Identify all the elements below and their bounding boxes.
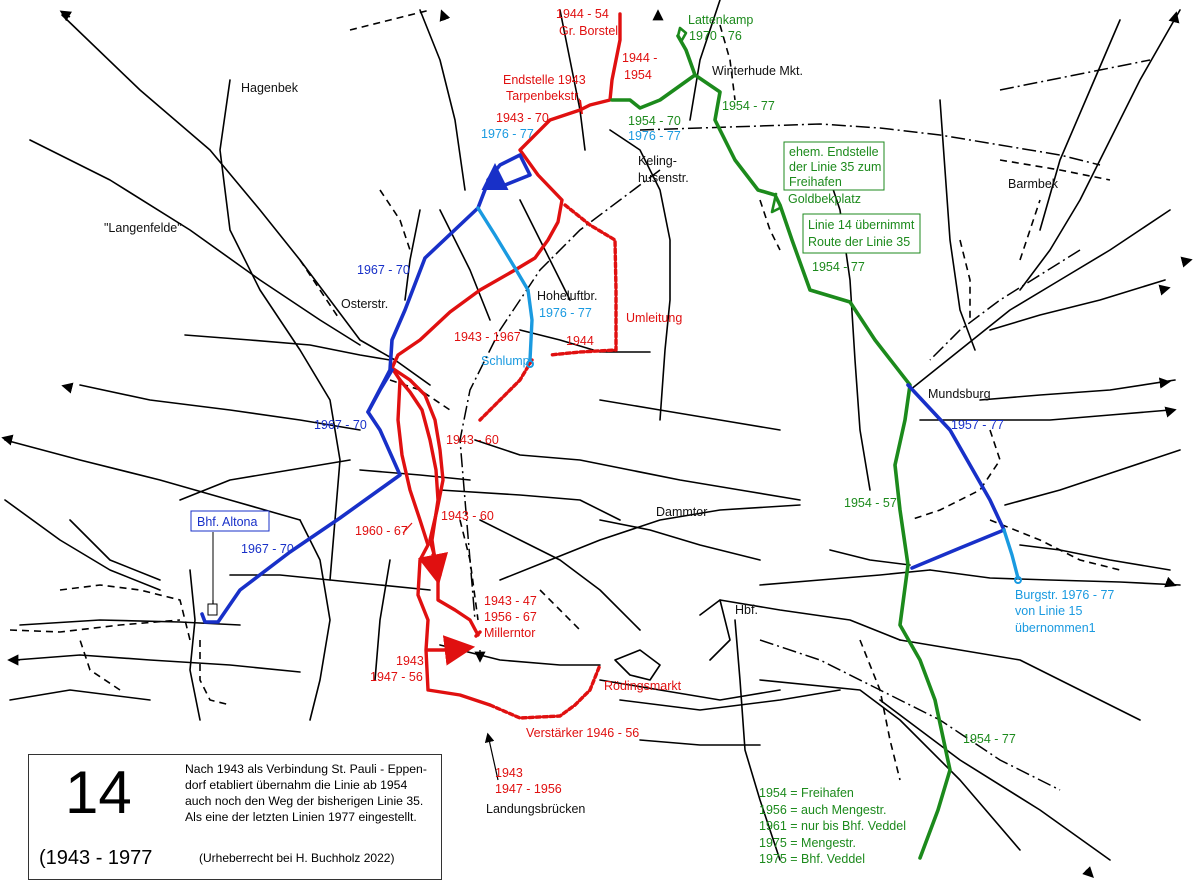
- red-endstelle-b: Tarpenbekstr.: [506, 89, 581, 103]
- rail-lines: [9, 9, 1151, 791]
- red-1943-60-a: 1943 - 60: [446, 433, 499, 447]
- label-kelinghusen-1: Keling-: [638, 154, 677, 168]
- label-hbf: Hbf.: [735, 603, 758, 617]
- green-box2-line1: Linie 14 übernimmt: [808, 218, 915, 232]
- red-1944-b: 1954: [624, 68, 652, 82]
- red-labels: 1944 - 54 Gr. Borstel 1944 - 1954 Endste…: [355, 7, 682, 796]
- green-box1-line1: ehem. Endstelle: [789, 145, 879, 159]
- note-1: 1954 = Freihafen: [759, 786, 854, 800]
- route-blue: [200, 153, 1006, 624]
- desc-line-2: dorf etabliert übernahm die Linie ab 195…: [185, 778, 408, 792]
- green-lattenkamp-years: 1970 - 76: [689, 29, 742, 43]
- cyan-1976-77-c: 1976 - 77: [539, 306, 592, 320]
- label-langenfelde: "Langenfelde": [104, 221, 182, 235]
- label-landungsbruecken: Landungsbrücken: [486, 802, 585, 816]
- green-box1-line3: Freihafen: [789, 175, 842, 189]
- label-hagenbek: Hagenbek: [241, 81, 299, 95]
- desc-line-1: Nach 1943 als Verbindung St. Pauli - Epp…: [185, 762, 427, 776]
- red-1943-1967: 1943 - 1967: [454, 330, 521, 344]
- altona-box: [190, 510, 270, 532]
- line-description: Nach 1943 als Verbindung St. Pauli - Epp…: [185, 761, 435, 825]
- label-winterhude: Winterhude Mkt.: [712, 64, 803, 78]
- place-labels: Hagenbek "Langenfelde" Osterstr. Keling-…: [104, 64, 1059, 816]
- red-bottom-b: 1947 - 1956: [495, 782, 562, 796]
- green-1954-57: 1954 - 57: [844, 496, 897, 510]
- note-2: 1956 = auch Mengestr.: [759, 802, 887, 817]
- blue-1967-70-b: 1967 - 70: [314, 418, 367, 432]
- green-labels: Lattenkamp 1970 - 76 1954 - 70 1954 - 77…: [628, 13, 1016, 746]
- note-5: 1975 = Bhf. Veddel: [759, 852, 865, 866]
- red-1943-60-b: 1943 - 60: [441, 509, 494, 523]
- note-4: 1975 = Mengestr.: [759, 835, 856, 850]
- red-borstel-years: 1944 - 54: [556, 7, 609, 21]
- green-box2-line2: Route der Linie 35: [808, 235, 910, 249]
- blue-bhf-altona: Bhf. Altona: [197, 515, 258, 529]
- cyan-schlump: Schlump: [481, 354, 530, 368]
- red-umleitung: Umleitung: [626, 311, 682, 325]
- label-kelinghusen-2: husenstr.: [638, 171, 689, 185]
- green-1954-77-a: 1954 - 77: [722, 99, 775, 113]
- green-1954-70: 1954 - 70: [628, 114, 681, 128]
- red-1943-70: 1943 - 70: [496, 111, 549, 125]
- red-verstaerker: Verstärker 1946 - 56: [526, 726, 639, 740]
- blue-1967-70-c: 1967 - 70: [241, 542, 294, 556]
- label-hoheluftbr: Hoheluftbr.: [537, 289, 597, 303]
- label-osterstr: Osterstr.: [341, 297, 388, 311]
- green-1954-77-b: 1954 - 77: [812, 260, 865, 274]
- red-1944-a: 1944 -: [622, 51, 657, 65]
- red-millerntor-a: 1943 - 47: [484, 594, 537, 608]
- note-3: 1961 = nur bis Bhf. Veddel: [759, 819, 906, 833]
- green-uebernahme-box: [802, 213, 921, 254]
- cyan-burgstr-b: von Linie 15: [1015, 604, 1082, 618]
- green-notes: 1954 = Freihafen 1956 = auch Mengestr. 1…: [759, 785, 906, 868]
- line-number: 14: [65, 759, 132, 826]
- red-left-b: 1947 - 56: [370, 670, 423, 684]
- copyright: (Urheberrecht bei H. Buchholz 2022): [199, 851, 395, 865]
- red-endstelle-a: Endstelle 1943: [503, 73, 586, 87]
- red-millerntor: Millerntor: [484, 626, 535, 640]
- green-lattenkamp: Lattenkamp: [688, 13, 753, 27]
- red-millerntor-b: 1956 - 67: [484, 610, 537, 624]
- legend-box: 14 (1943 - 1977 Nach 1943 als Verbindung…: [28, 754, 442, 880]
- cyan-burgstr-c: übernommen1: [1015, 621, 1096, 635]
- red-left-a: 1943: [396, 654, 424, 668]
- cyan-burgstr: Burgstr. 1976 - 77: [1015, 588, 1114, 602]
- cyan-1976-77-b: 1976 - 77: [628, 129, 681, 143]
- desc-line-4: Als eine der letzten Linien 1977 eingest…: [185, 810, 417, 824]
- red-bottom-a: 1943: [495, 766, 523, 780]
- green-endstelle-box: [783, 141, 885, 191]
- label-dammtor: Dammtor: [656, 505, 707, 519]
- blue-1957-77: 1957 - 77: [951, 418, 1004, 432]
- green-box1-line2: der Linie 35 zum: [789, 160, 881, 174]
- line-years: (1943 - 1977: [39, 847, 153, 869]
- desc-line-3: auch noch den Weg der bisherigen Linie 3…: [185, 794, 424, 808]
- route-red: [390, 12, 622, 720]
- blue-1967-70-a: 1967 - 70: [357, 263, 410, 277]
- blue-labels: 1967 - 70 1967 - 70 1967 - 70 Bhf. Alton…: [190, 127, 1114, 635]
- green-1954-77-c: 1954 - 77: [963, 732, 1016, 746]
- route-green: [610, 26, 952, 860]
- red-roedingsmarkt: Rödingsmarkt: [604, 679, 682, 693]
- background-network: [4, 0, 1181, 861]
- label-mundsburg: Mundsburg: [928, 387, 991, 401]
- red-borstel-name: Gr. Borstel: [559, 24, 618, 38]
- cyan-1976-77-a: 1976 - 77: [481, 127, 534, 141]
- green-goldbekplatz: Goldbekplatz: [788, 192, 861, 206]
- red-1944: 1944: [566, 334, 594, 348]
- label-barmbek: Barmbek: [1008, 177, 1059, 191]
- direction-arrows: [1, 9, 1193, 878]
- red-1960-67: 1960 - 67: [355, 524, 408, 538]
- route-cyan: [476, 206, 1022, 584]
